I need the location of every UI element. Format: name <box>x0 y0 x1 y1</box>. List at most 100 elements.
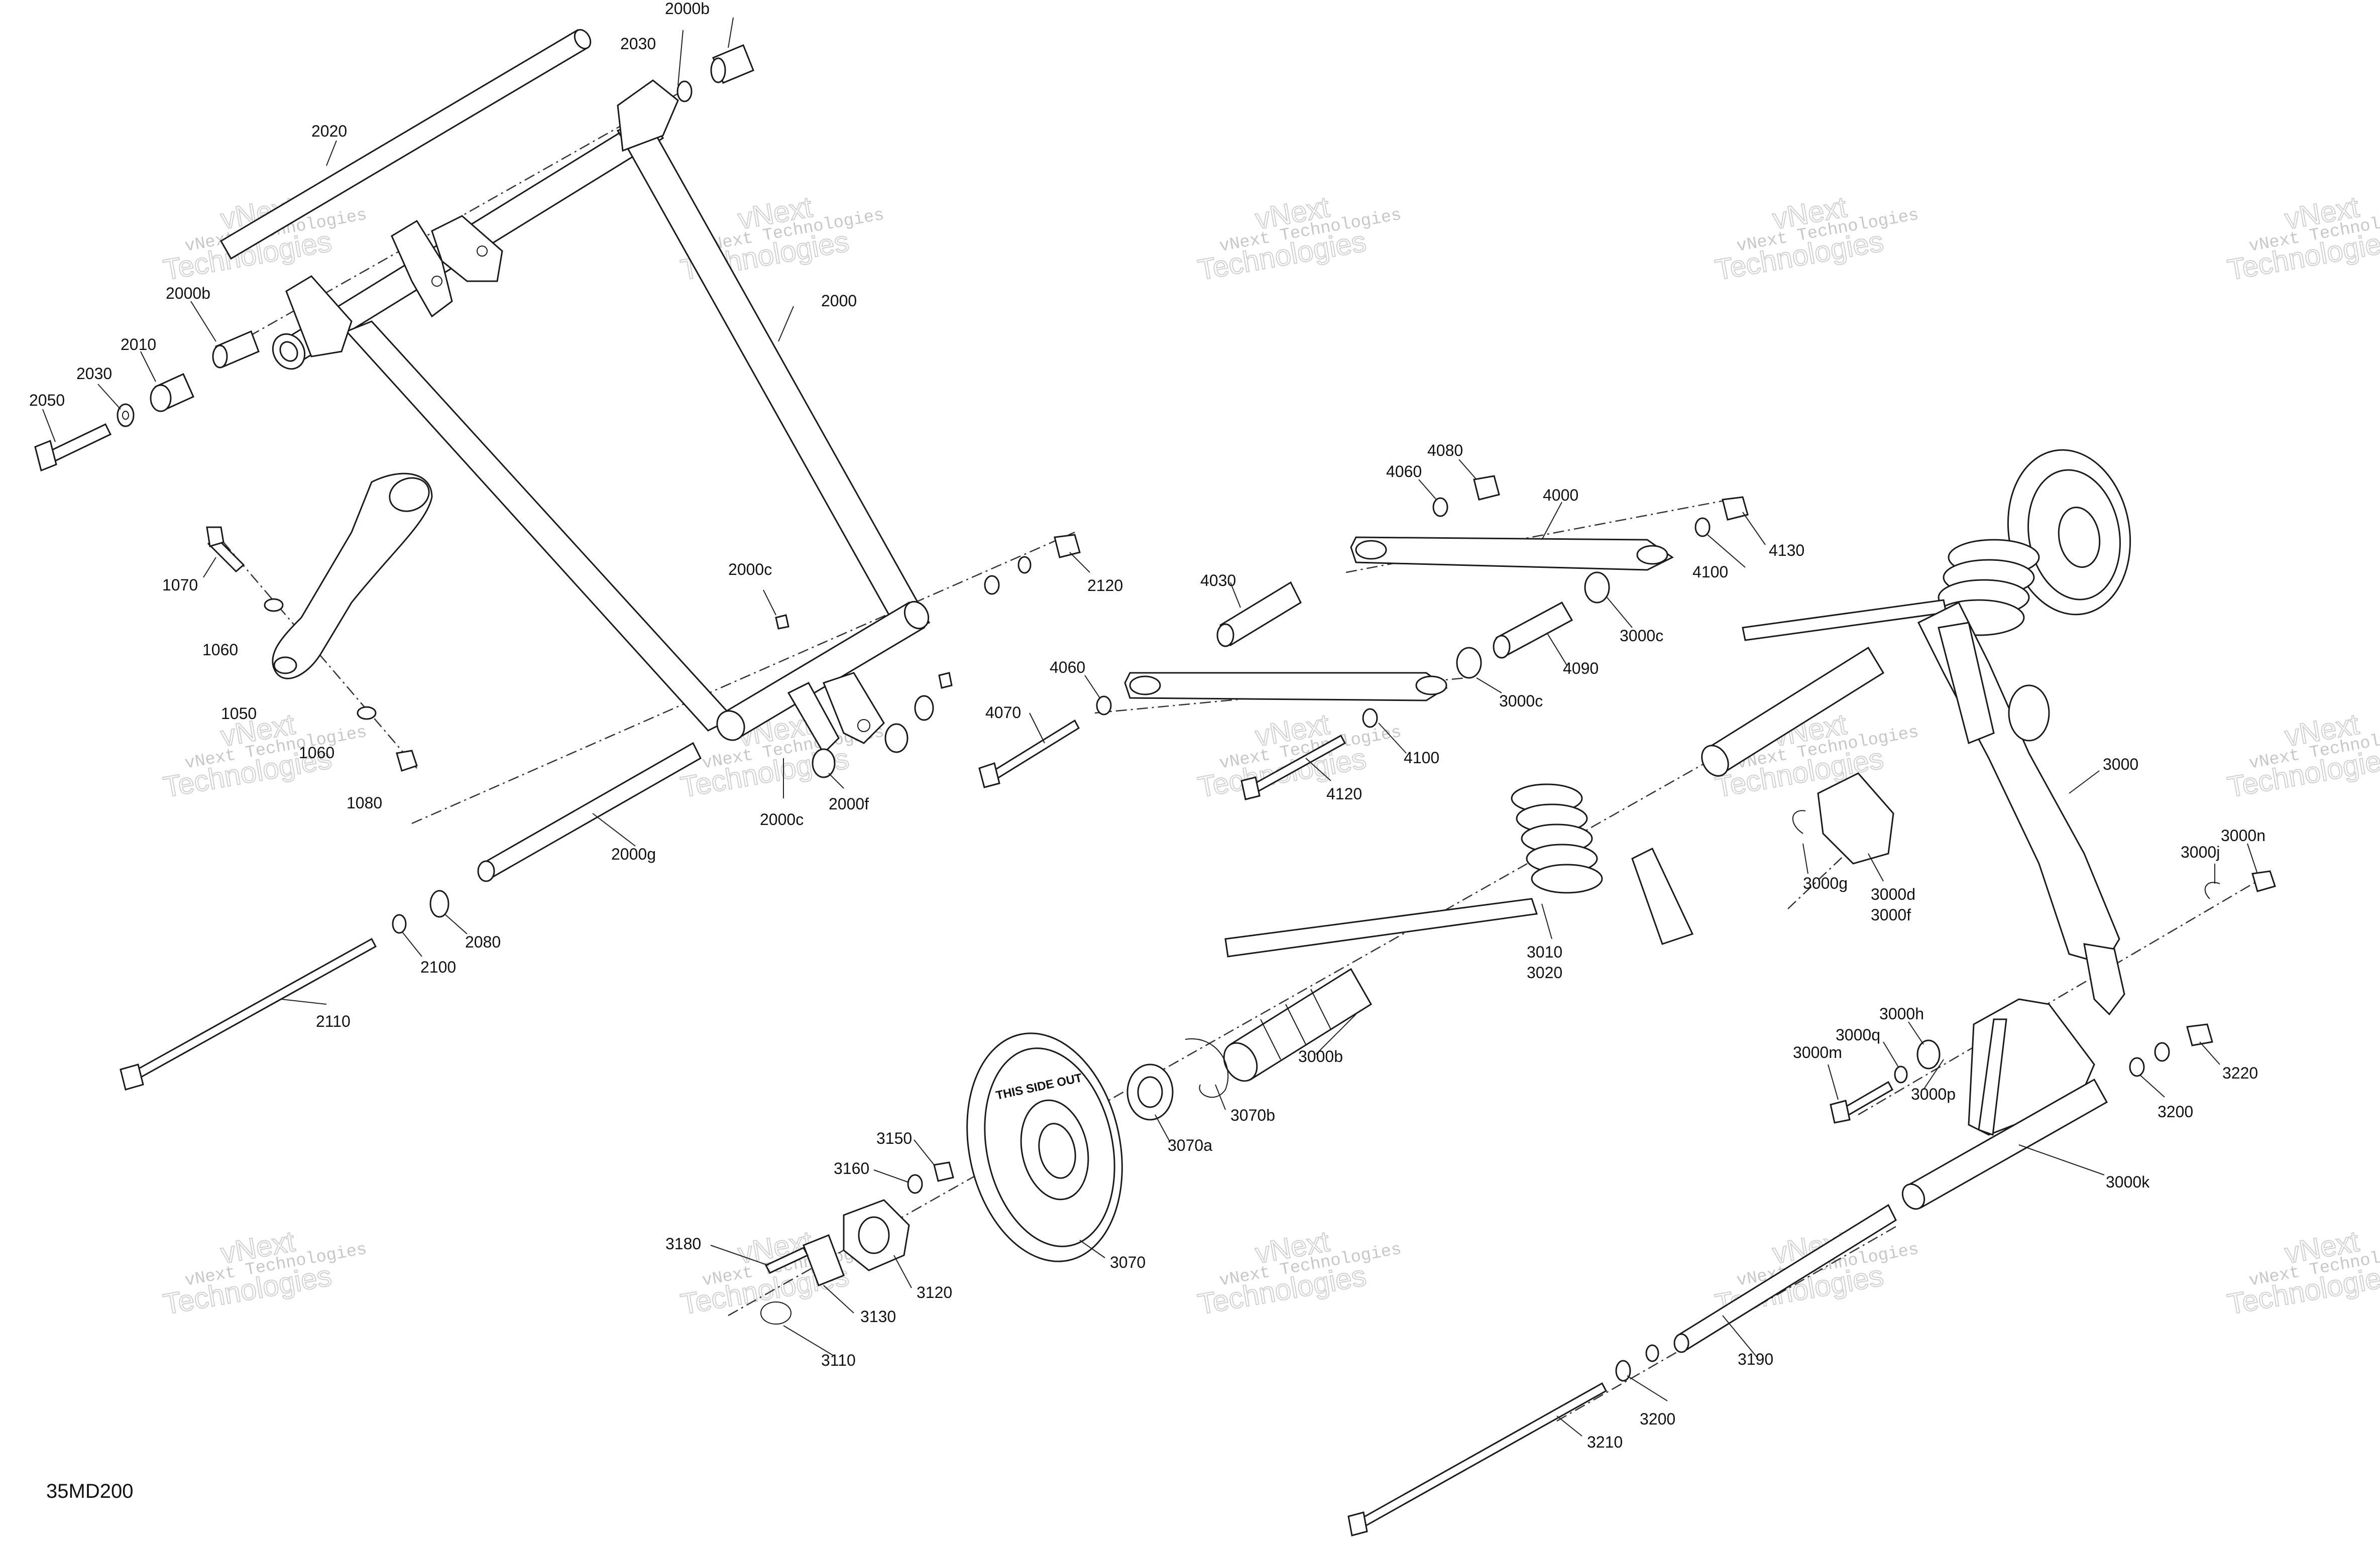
callout-1070: 1070 <box>162 576 198 594</box>
cap-bore <box>858 1216 890 1254</box>
washer-4060-bottom <box>1096 695 1112 716</box>
washer-2120 <box>1017 556 1032 574</box>
callout-3000b: 3000b <box>1298 1047 1343 1065</box>
callout-3020: 3020 <box>1527 964 1562 982</box>
sleeve-2000f <box>884 723 909 753</box>
link-lower <box>1124 672 1448 701</box>
bushing-face <box>212 344 228 369</box>
nut-2120 <box>1054 534 1081 558</box>
tube-end <box>1673 1333 1689 1353</box>
leader <box>1908 1021 1924 1045</box>
rear-arm-plate <box>1938 622 1995 745</box>
leader <box>1828 1064 1839 1100</box>
leader <box>1458 459 1477 480</box>
washer-4100-bottom <box>1362 708 1378 728</box>
washer-3200 <box>2129 1057 2145 1077</box>
leader <box>1378 723 1407 754</box>
callout-4120: 4120 <box>1326 785 1362 803</box>
fitting-2000c <box>938 672 953 689</box>
callout-4100: 4100 <box>1692 563 1728 581</box>
callout-3150: 3150 <box>876 1129 912 1147</box>
bolt-head <box>206 526 224 547</box>
callout-2020: 2020 <box>311 122 347 140</box>
callout-3000k: 3000k <box>2106 1173 2150 1191</box>
leader-lines <box>42 17 2258 1437</box>
callout-labels: 2000b 2030 2020 2000 2000b 2010 2030 205… <box>29 0 2265 1451</box>
rear-arm-3000 <box>1701 449 2276 1016</box>
clip-3000j <box>2204 882 2220 899</box>
front-arm-2000 <box>272 79 931 755</box>
leader <box>1215 1084 1226 1110</box>
washer-3200-bottom <box>1645 1344 1659 1362</box>
sleeve-3000b <box>1223 968 1373 1082</box>
leader <box>1315 1014 1356 1055</box>
leader <box>2018 1144 2105 1175</box>
callout-2000b: 2000b <box>166 284 210 302</box>
washer-1060 <box>357 706 377 720</box>
leader <box>42 409 56 442</box>
callout-2100: 2100 <box>420 958 456 976</box>
leader <box>401 931 422 957</box>
leader <box>763 589 776 616</box>
callout-3220: 3220 <box>2222 1064 2258 1082</box>
callout-2000b: 2000b <box>665 0 710 18</box>
callout-2000g: 2000g <box>611 845 656 863</box>
leader <box>914 1139 935 1165</box>
leader <box>2139 1074 2165 1098</box>
washer-4060 <box>1432 497 1448 517</box>
leader <box>1707 534 1746 568</box>
leader <box>326 140 337 166</box>
leader <box>1079 1240 1105 1258</box>
callout-2030: 2030 <box>76 365 112 383</box>
leader <box>828 773 844 789</box>
nut-3220 <box>2186 1023 2213 1046</box>
spring-coil <box>1531 864 1603 894</box>
sleeve-groove <box>1285 1004 1306 1045</box>
shaft-end <box>574 29 592 50</box>
callout-3000n: 3000n <box>2221 826 2265 845</box>
leader <box>728 17 734 48</box>
callout-3000: 3000 <box>2103 755 2138 773</box>
bolt-head <box>1347 1511 1368 1536</box>
washer-2030-top <box>676 80 693 102</box>
stopper-eye <box>389 477 430 512</box>
callout-2000: 2000 <box>821 292 857 310</box>
link-4000 <box>1350 536 1674 571</box>
leader <box>1627 1375 1668 1401</box>
leader <box>1230 582 1241 608</box>
washer-3160 <box>907 1174 923 1194</box>
callout-3010: 3010 <box>1527 943 1562 961</box>
rear-mid-boss <box>2008 684 2050 742</box>
callout-3000j: 3000j <box>2181 843 2220 861</box>
leader <box>592 813 636 847</box>
callout-3000c: 3000c <box>1620 627 1663 645</box>
leader <box>783 1325 834 1356</box>
lower-bracket-2 <box>787 682 840 755</box>
top-gusset <box>617 79 679 152</box>
link-eye <box>1636 545 1668 565</box>
leader <box>2247 843 2258 874</box>
spring-3010 <box>1224 783 1694 958</box>
callout-2080: 2080 <box>465 933 501 951</box>
washer-bore <box>122 411 129 420</box>
lower-tube-end <box>716 710 745 741</box>
leader <box>1541 502 1562 540</box>
callout-2000f: 2000f <box>829 795 869 813</box>
callout-3110: 3110 <box>821 1351 856 1369</box>
sleeve-groove <box>1260 1019 1281 1060</box>
block-3000d <box>1817 772 1894 865</box>
bolt-3210 <box>1354 1382 1608 1530</box>
leader <box>190 301 216 342</box>
axis-lower-shaft <box>411 531 1075 824</box>
leader <box>1305 758 1331 781</box>
washer-3200-bottom <box>1615 1360 1631 1382</box>
callout-3000m: 3000m <box>1793 1043 1842 1061</box>
callout-3000f: 3000f <box>1871 906 1911 924</box>
leader <box>710 1245 769 1266</box>
leader <box>1556 1415 1582 1437</box>
bolt-4070 <box>988 719 1080 782</box>
leader <box>1084 675 1100 698</box>
link-eye <box>1129 675 1161 695</box>
callout-4080: 4080 <box>1427 441 1463 459</box>
